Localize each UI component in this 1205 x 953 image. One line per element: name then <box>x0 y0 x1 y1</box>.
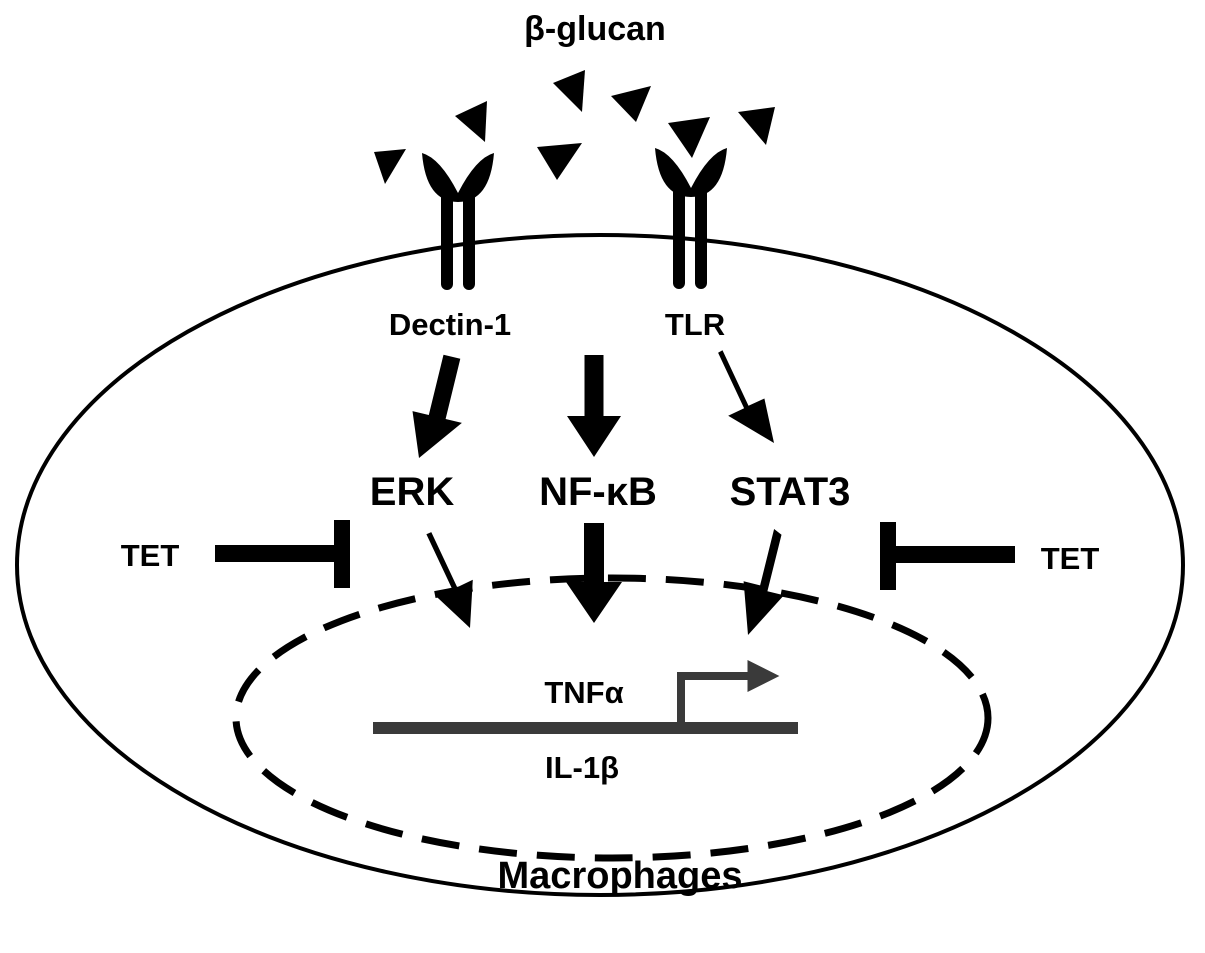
ligand-triangle <box>455 101 487 142</box>
arrow-tlr-to-stat3 <box>718 350 774 443</box>
ligand-triangle <box>553 70 585 112</box>
gene-dna-line <box>373 722 798 734</box>
arrow-to-nfkb <box>567 355 621 457</box>
pathway-label-stat3: STAT3 <box>730 470 851 514</box>
inhibition-right <box>880 522 1015 590</box>
ligand-triangle <box>738 107 775 145</box>
gene-label-bottom: IL-1β <box>545 750 619 785</box>
pathway-label-nfkb: NF-κB <box>539 470 657 514</box>
ligand-label: β-glucan <box>524 10 666 48</box>
receptor-label-dectin-1: Dectin-1 <box>389 307 511 342</box>
ligand-triangle <box>374 149 406 184</box>
receptor-label-tlr: TLR <box>665 307 725 342</box>
cell-label: Macrophages <box>498 855 743 897</box>
ligand-triangle <box>537 143 582 180</box>
ligand-triangle <box>668 117 710 158</box>
pathway-label-erk: ERK <box>370 470 455 514</box>
cell-membrane <box>15 233 1185 897</box>
arrow-stat3-to-nucleus <box>743 529 784 635</box>
nucleus-membrane <box>232 574 992 862</box>
ligand-triangle <box>611 86 651 122</box>
gene-label-top: TNFα <box>544 675 623 710</box>
arrow-dectin-to-erk <box>412 354 462 458</box>
tlr-receptor <box>655 148 727 289</box>
inhibition-left <box>215 520 350 588</box>
transcription-start-arrow-icon <box>677 660 780 727</box>
arrow-nfkb-to-nucleus <box>566 523 622 623</box>
arrow-erk-to-nucleus <box>426 532 473 628</box>
ligand-group <box>374 70 775 184</box>
dectin-1-receptor <box>422 153 494 290</box>
inhibitor-label-right: TET <box>1041 541 1100 576</box>
inhibitor-label-left: TET <box>121 538 180 573</box>
